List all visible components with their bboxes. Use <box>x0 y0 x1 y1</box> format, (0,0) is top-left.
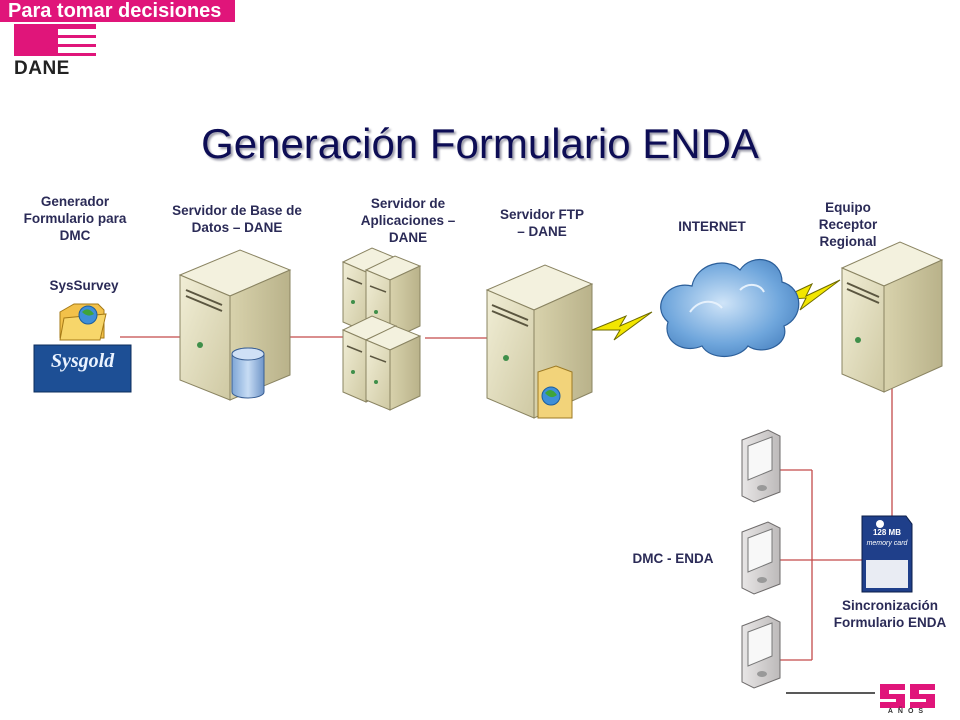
database-server-icon <box>178 249 292 401</box>
page-title: Generación Formulario ENDA <box>201 120 759 167</box>
memory-card-text: memory card <box>866 540 908 547</box>
tagline-banner: Para tomar decisiones <box>0 0 236 22</box>
sync-label: Sincronización Formulario ENDA <box>833 598 947 630</box>
pda-device-icon <box>741 429 781 503</box>
dane-logo-icon <box>14 24 96 56</box>
memory-card-icon <box>861 515 913 593</box>
pda-device-icon-3 <box>741 615 781 689</box>
pda-device-icon-2 <box>741 521 781 595</box>
anniversary-logo <box>880 684 935 708</box>
syssurvey-label: SysSurvey <box>49 278 119 293</box>
database-server-label: Servidor de Base de Datos – DANE <box>172 203 302 235</box>
sysgold-logo <box>33 344 132 393</box>
lightning-bolt-icon <box>591 311 653 341</box>
generator-label: Generador Formulario para DMC <box>23 194 127 243</box>
ftp-server-label: Servidor FTP – DANE <box>499 207 585 239</box>
syssurvey-folder-icon <box>59 303 107 341</box>
anniversary-subtext: AÑOS <box>887 708 929 715</box>
memory-card-capacity: 128 MB <box>872 528 901 537</box>
receiver-label: Equipo Receptor Regional <box>818 200 878 249</box>
dane-logo-text: DANE <box>14 58 70 79</box>
sysgold-logo-text: Sysgold <box>50 350 115 372</box>
dmc-label: DMC - ENDA <box>632 551 714 566</box>
lightning-bolt-icon-right <box>777 279 841 311</box>
ftp-server-icon <box>485 264 594 419</box>
internet-cloud-icon <box>660 259 800 358</box>
application-server-label: Servidor de Aplicaciones – DANE <box>360 196 456 245</box>
application-server-icon <box>341 247 422 411</box>
internet-label: INTERNET <box>678 219 746 234</box>
receiver-server-icon <box>840 241 944 393</box>
